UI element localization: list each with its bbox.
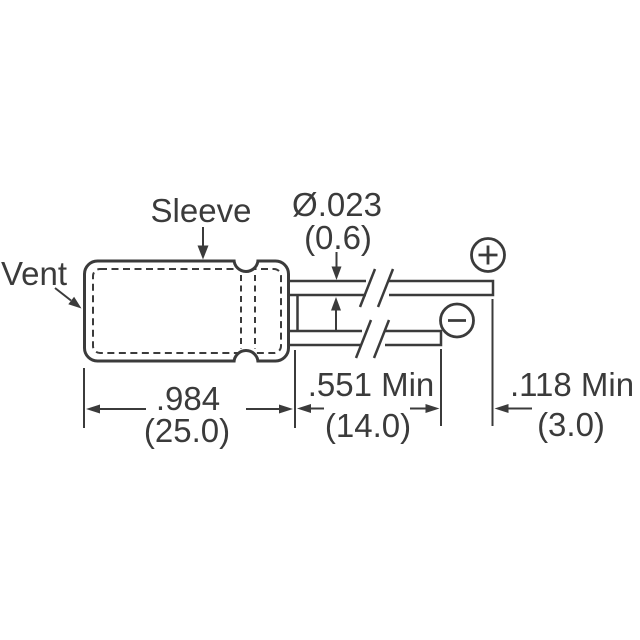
leads [285,268,495,359]
sleeve-arrowhead [197,245,209,260]
dimension-arrowhead-left [86,404,100,414]
break-slash [376,268,395,308]
plus-circle-icon [470,237,506,273]
positive-lead [285,279,495,297]
break-slash [372,319,391,359]
lead-break-mark [354,319,391,359]
lead-protrusion-inches: .118 Min [510,366,634,403]
sleeve-arrow [197,227,209,260]
capacitor-body [83,259,290,363]
capacitor-body-dashed-outline [92,268,282,354]
body-length-dimension: .984 (25.0) [86,380,293,449]
plus-glyph [478,245,498,265]
body-length-mm: (25.0) [144,412,230,449]
vent-arrow [54,287,82,309]
lead-diameter-inches: Ø.023 [292,186,382,223]
lead-length-dimension: .551 Min (14.0) [297,366,440,444]
lead-protrusion-mm: (3.0) [537,406,605,443]
sleeve-label: Sleeve [151,192,252,229]
lead-break-mark [358,268,395,308]
lead-diameter-arrows [331,252,342,331]
lead-protrusion-dimension: .118 Min (3.0) [494,366,634,443]
lead-diameter-mm: (0.6) [304,219,372,256]
diameter-arrowhead-down [331,266,342,280]
dimension-arrowhead-right [279,404,293,414]
break-slash [354,319,373,359]
crimp-notch-top [232,259,260,273]
dimension-arrowhead-left [297,404,311,413]
dimension-arrowhead-left [494,404,509,413]
vent-arrow-line [54,287,72,302]
break-slash [358,268,377,308]
capacitor-body-group [83,259,290,363]
diameter-arrowhead-up [331,297,341,311]
body-length-inches: .984 [156,380,220,417]
crimp-notch-bottom [232,349,260,363]
extension-lines [83,299,494,428]
minus-circle-icon [439,302,475,339]
vent-arrowhead [68,296,82,309]
lead-length-mm: (14.0) [325,407,411,444]
lead-length-inches: .551 Min [308,366,435,403]
dimension-arrowhead-right [425,404,440,413]
vent-label: Vent [1,255,67,292]
